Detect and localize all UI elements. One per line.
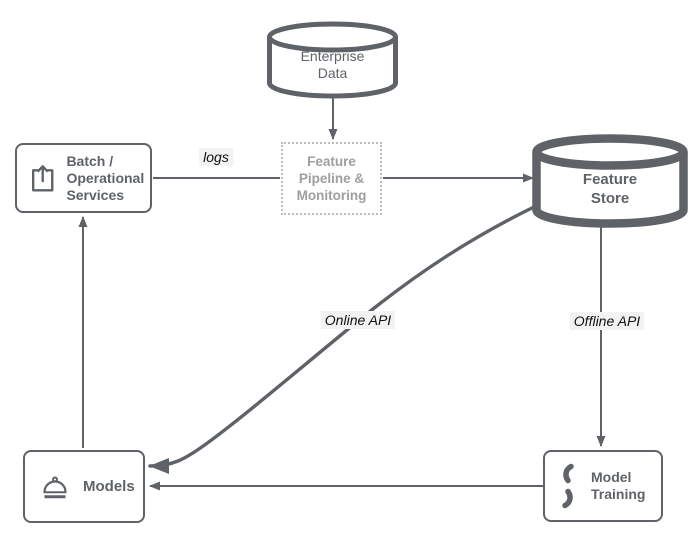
feature-pipeline-monitoring-node: Feature Pipeline & Monitoring xyxy=(281,142,382,215)
logs-edge-label: logs xyxy=(199,148,233,166)
edge-feature-store-to-models-online-api xyxy=(148,204,538,474)
feature-store-label: Feature Store xyxy=(582,171,638,207)
model-training-node: Model Training xyxy=(543,450,663,522)
enterprise-data-label: Enterprise Data xyxy=(300,48,365,81)
feature-pipeline-monitoring-label: Feature Pipeline & Monitoring xyxy=(296,154,367,203)
models-label: Models xyxy=(83,478,135,495)
database-cylinder-bold-icon xyxy=(532,134,688,228)
cloche-icon xyxy=(43,476,67,499)
model-training-label: Model Training xyxy=(591,469,646,502)
batch-operational-services-node: Batch / Operational Services xyxy=(15,143,152,213)
enterprise-data-node: Enterprise Data xyxy=(267,21,398,99)
training-icon xyxy=(562,463,574,509)
online-api-edge-label: Online API xyxy=(320,311,396,329)
batch-operational-services-label: Batch / Operational Services xyxy=(66,152,145,203)
feature-store-node: Feature Store xyxy=(532,134,688,228)
models-node: Models xyxy=(23,450,145,523)
upload-icon xyxy=(31,165,54,192)
database-cylinder-icon xyxy=(267,21,398,99)
offline-api-edge-label: Offline API xyxy=(569,312,645,330)
